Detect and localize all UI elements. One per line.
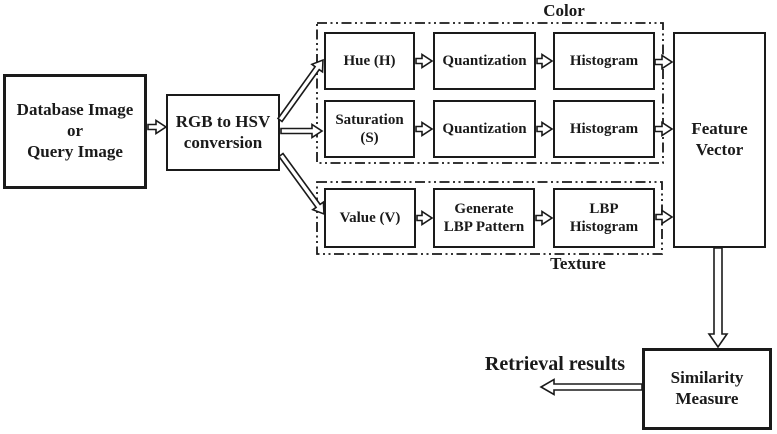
database-or-query-image-node: Database Image or Query Image [3,74,147,189]
feature-vector-label: Feature Vector [691,119,748,159]
saturation-node: Saturation (S) [324,100,415,158]
generate-lbp-pattern-label: Generate LBP Pattern [443,200,525,235]
saturation-histogram-label: Histogram [569,120,639,137]
arrow-saturation-histogram-to-feature-vector [654,121,674,137]
arrow-rgb-to-hue [276,58,324,123]
saturation-quantization-node: Quantization [433,100,536,158]
rgb-to-hsv-conversion-label: RGB to HSV conversion [175,111,271,152]
value-node: Value (V) [324,188,416,248]
rgb-to-hsv-conversion-node: RGB to HSV conversion [166,94,280,171]
similarity-measure-label: Similarity Measure [670,368,744,408]
database-or-query-image-label: Database Image or Query Image [16,100,134,161]
retrieval-results-label: Retrieval results [484,353,626,375]
arrow-hue-histogram-to-feature-vector [654,54,674,70]
arrow-value-to-generate-lbp [416,210,434,226]
generate-lbp-pattern-node: Generate LBP Pattern [433,188,535,248]
arrow-hue-to-quantization [415,53,434,69]
saturation-quantization-label: Quantization [442,120,527,137]
arrow-lbp-histogram-to-feature-vector [655,209,674,225]
value-label: Value (V) [339,209,401,226]
arrow-similarity-to-retrieval-results [539,378,643,396]
hue-node: Hue (H) [324,32,415,90]
arrow-saturation-to-quantization [415,121,434,137]
texture-group-label: Texture [550,254,606,273]
hue-histogram-label: Histogram [569,52,639,69]
arrow-rgb-to-value [277,152,325,216]
hue-quantization-label: Quantization [442,52,527,69]
arrow-hue-quantization-to-histogram [536,53,554,69]
lbp-histogram-node: LBP Histogram [553,188,655,248]
similarity-measure-node: Similarity Measure [642,348,772,430]
arrow-feature-vector-to-similarity [707,247,729,349]
arrow-database-to-rgb [147,119,168,135]
arrow-generate-lbp-to-lbp-histogram [535,210,554,226]
feature-vector-node: Feature Vector [673,32,766,248]
hue-quantization-node: Quantization [433,32,536,90]
arrow-saturation-quantization-to-histogram [536,121,554,137]
color-group-label: Color [543,1,585,20]
saturation-histogram-node: Histogram [553,100,655,158]
hue-label: Hue (H) [343,52,396,69]
hue-histogram-node: Histogram [553,32,655,90]
lbp-histogram-label: LBP Histogram [569,200,639,235]
saturation-label: Saturation (S) [335,111,404,146]
arrow-rgb-to-saturation [280,123,324,139]
